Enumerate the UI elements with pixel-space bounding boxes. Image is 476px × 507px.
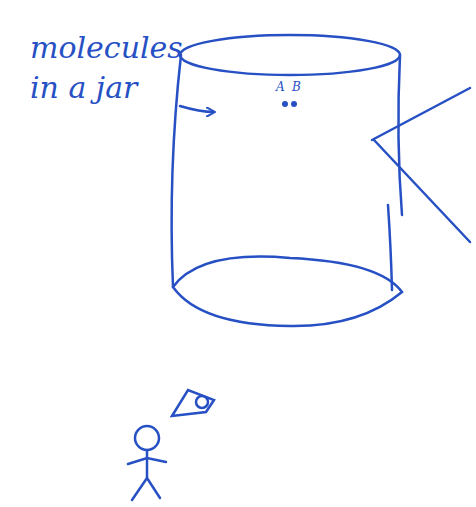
camera-lens [196,396,208,408]
person-legs [132,478,160,500]
view-line [374,140,470,242]
molecule-label: B [292,80,306,94]
view-line [372,88,470,140]
person-arms [128,458,166,464]
jar-left-side [172,55,181,287]
jar-rim [180,35,400,75]
person-head [135,426,159,450]
jar-base [173,257,402,326]
molecule-label: A [276,80,290,94]
note-label: molecules in a jar [30,28,195,108]
camera [172,390,214,416]
leader-arrow [180,106,214,112]
jar-right-side [398,55,402,215]
molecule-dot [291,101,297,107]
person-body [146,450,149,478]
jar-right-side-lower [388,205,392,290]
molecule-dot [282,101,288,107]
